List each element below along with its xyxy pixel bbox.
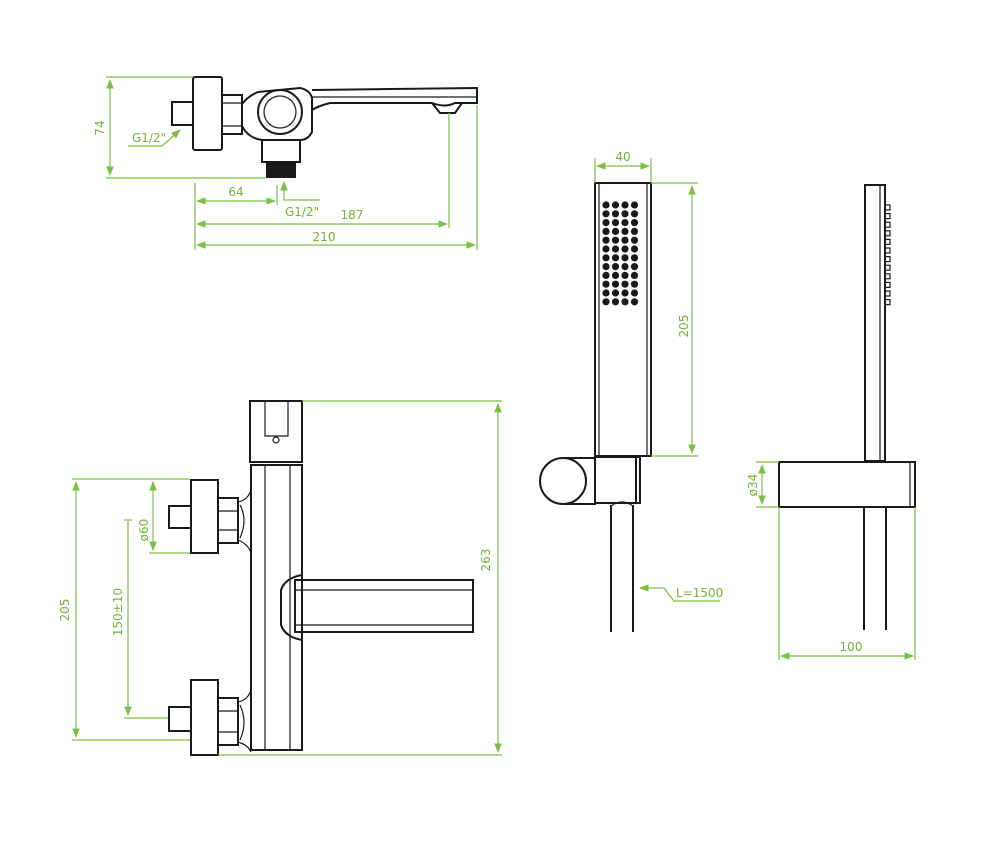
nozzle-dot — [611, 254, 620, 262]
nozzle-dot — [611, 289, 620, 297]
nozzle-dot — [630, 236, 639, 244]
nozzle-dot — [602, 210, 610, 218]
nozzle-dot — [630, 254, 639, 262]
dim-40: 40 — [615, 150, 630, 164]
nozzle-dot — [630, 201, 639, 209]
dim-205-shower: 205 — [677, 315, 691, 338]
front-view: 263 205 ø60 150±10 — [58, 400, 502, 756]
nozzle-dot — [602, 271, 610, 279]
nozzle-dot — [630, 289, 639, 297]
side-nozzle — [884, 230, 891, 237]
nozzle-dot — [602, 201, 610, 209]
side-nozzle — [884, 273, 891, 280]
side-nozzle — [884, 238, 891, 245]
side-nozzle — [884, 221, 891, 228]
nozzle-dot — [611, 210, 620, 218]
nozzle-dot — [630, 298, 639, 306]
dim-100: 100 — [840, 640, 863, 654]
nozzle-dot — [621, 271, 629, 279]
side-nozzle — [884, 264, 891, 271]
nozzle-dot — [630, 219, 639, 227]
dim-150: 150±10 — [111, 588, 125, 636]
nozzle-dot — [611, 298, 620, 306]
nozzle-dot — [602, 280, 610, 288]
nozzle-dot — [602, 263, 610, 271]
nozzle-dot — [621, 263, 629, 271]
side-nozzle — [884, 281, 891, 288]
nozzle-dot — [621, 298, 629, 306]
dim-o34: ø34 — [746, 474, 760, 497]
side-nozzle — [884, 204, 891, 211]
holder-side-view: ø34 100 — [746, 184, 916, 660]
nozzle-dot — [630, 263, 639, 271]
nozzle-dot — [611, 236, 620, 244]
nozzle-dot — [602, 298, 610, 306]
nozzle-dot — [621, 236, 629, 244]
nozzle-dot — [630, 280, 639, 288]
nozzle-dot — [611, 271, 620, 279]
dim-205: 205 — [58, 599, 72, 622]
side-nozzles — [884, 204, 891, 306]
nozzle-dot — [621, 219, 629, 227]
side-nozzle — [884, 299, 891, 306]
hand-shower-view: 40 205 L=1500 — [539, 150, 723, 632]
side-nozzle — [884, 290, 891, 297]
inlet-thread-label: G1/2" — [132, 131, 166, 145]
side-nozzle — [884, 256, 891, 263]
nozzle-grid — [602, 201, 639, 306]
nozzle-dot — [630, 245, 639, 253]
nozzle-dot — [621, 227, 629, 235]
nozzle-dot — [630, 271, 639, 279]
nozzle-dot — [602, 245, 610, 253]
nozzle-dot — [602, 236, 610, 244]
nozzle-dot — [621, 289, 629, 297]
nozzle-dot — [611, 263, 620, 271]
dim-263: 263 — [479, 549, 493, 572]
nozzle-dot — [611, 245, 620, 253]
nozzle-dot — [611, 280, 620, 288]
nozzle-dot — [621, 245, 629, 253]
nozzle-dot — [611, 219, 620, 227]
nozzle-dot — [611, 201, 620, 209]
dim-187: 187 — [341, 208, 364, 222]
nozzle-dot — [602, 219, 610, 227]
dim-210: 210 — [313, 230, 336, 244]
outlet-thread-label: G1/2" — [285, 205, 319, 219]
nozzle-dot — [602, 227, 610, 235]
hose-length-label: L=1500 — [676, 586, 723, 600]
dim-64: 64 — [228, 185, 243, 199]
side-nozzle — [884, 247, 891, 254]
nozzle-dot — [630, 210, 639, 218]
nozzle-dot — [621, 254, 629, 262]
nozzle-dot — [621, 201, 629, 209]
top-view: 74 64 187 210 G1/2" G1/2" — [93, 76, 478, 250]
nozzle-dot — [611, 227, 620, 235]
dim-o60: ø60 — [137, 519, 151, 542]
dim-74: 74 — [93, 120, 107, 135]
nozzle-dot — [630, 227, 639, 235]
nozzle-dot — [621, 210, 629, 218]
nozzle-dot — [621, 280, 629, 288]
nozzle-dot — [602, 254, 610, 262]
side-nozzle — [884, 213, 891, 220]
nozzle-dot — [602, 289, 610, 297]
